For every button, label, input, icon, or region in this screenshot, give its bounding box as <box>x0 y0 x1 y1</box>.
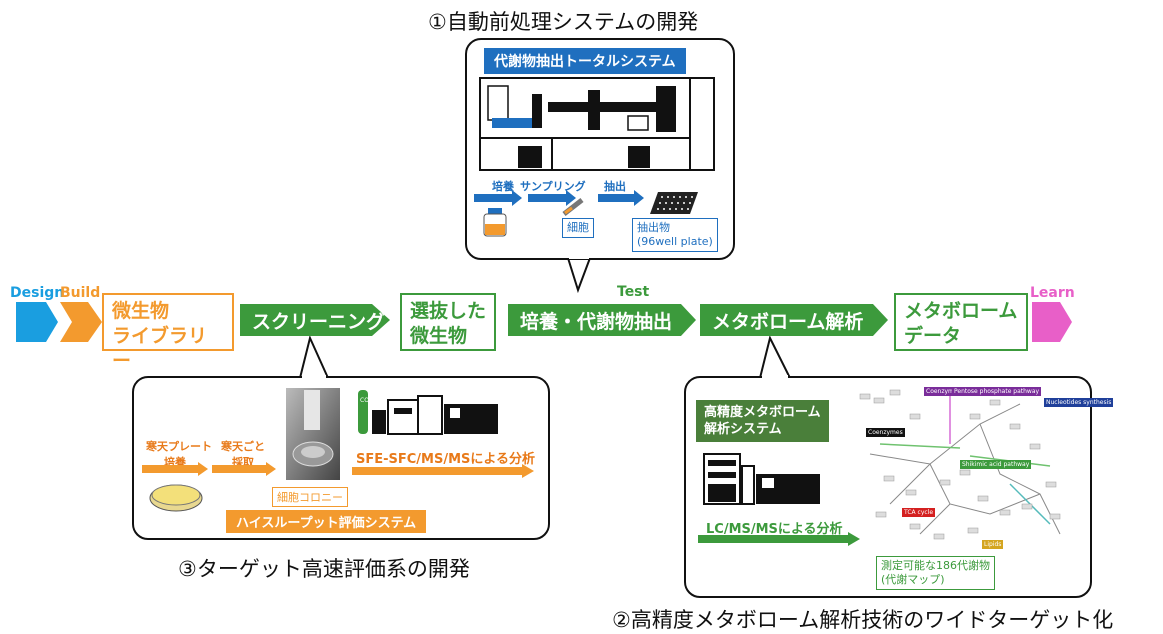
colony-sample-photo <box>286 388 340 480</box>
hp-metabolome-header-line2: 解析システム <box>704 422 782 437</box>
metabolome-data-box: メタボローム データ <box>894 293 1028 351</box>
top-step-arrows <box>474 190 644 206</box>
map-label-tca: TCA cycle <box>902 508 936 517</box>
extract-label: 抽出物 (96well plate) <box>632 218 718 252</box>
extraction-machine-illustration <box>479 77 715 171</box>
colony-label: 細胞コロニー <box>272 487 348 507</box>
co2-label: CO2 <box>360 397 373 404</box>
learn-chevron <box>1032 302 1072 342</box>
culture-extraction-arrow: 培養・代謝物抽出 <box>508 304 696 336</box>
extract-label-line1: 抽出物 <box>637 221 670 234</box>
metabolome-data-line1: メタボローム <box>904 300 1018 322</box>
map-label-coenzymes-top: Coenzymes <box>924 387 963 396</box>
lcms-analysis-label: LC/MS/MSによる分析 <box>706 522 843 537</box>
map-label-lipids: Lipids <box>982 540 1004 549</box>
agar-culture-line1: 寒天プレート <box>146 440 212 453</box>
metabolome-data-line2: データ <box>904 325 962 347</box>
step-sampling-label: サンプリング <box>520 180 586 193</box>
extraction-system-header: 代謝物抽出トータルシステム <box>484 48 686 74</box>
selected-microbe-line1: 選抜した <box>410 300 487 322</box>
hp-metabolome-header: 高精度メタボローム 解析システム <box>696 400 829 442</box>
metabolic-map-illustration <box>859 389 1061 540</box>
selected-microbe-line2: 微生物 <box>410 325 468 347</box>
measurable-metabolites-note: 測定可能な186代謝物 (代謝マップ) <box>876 556 995 590</box>
measurable-metabolites-line2: (代謝マップ) <box>881 573 945 586</box>
sfc-instrument-illustration: CO2 <box>358 390 498 435</box>
sample-tube-icon <box>562 198 584 216</box>
step-culture-label: 培養 <box>492 180 514 193</box>
design-label: Design <box>10 285 65 301</box>
microbe-library-box: 微生物 ライブラリー <box>102 293 234 372</box>
sfc-analysis-label: SFE-SFC/MS/MSによる分析 <box>356 452 536 467</box>
microbe-library-line2: ライブラリー <box>112 325 208 372</box>
lcms-analysis-arrow <box>698 532 860 546</box>
map-label-pentose: Pentose phosphate pathway <box>952 387 1042 396</box>
bottom-left-title: ③ターゲット高速評価系の開発 <box>178 557 470 581</box>
learn-label: Learn <box>1030 285 1075 301</box>
hp-metabolome-header-line1: 高精度メタボローム <box>704 405 821 420</box>
top-title: ①自動前処理システムの開発 <box>428 10 699 34</box>
microbe-library-line1: 微生物 <box>112 300 170 322</box>
extract-label-line2: (96well plate) <box>637 235 713 248</box>
selected-microbe-box: 選抜した 微生物 <box>400 293 496 351</box>
map-label-coenzymes: Coenzymes <box>866 428 905 437</box>
left-step-arrows <box>142 462 276 476</box>
step-extract-label: 抽出 <box>604 180 626 193</box>
test-label: Test <box>617 284 650 300</box>
sfc-analysis-arrow <box>352 464 534 478</box>
well-plate-icon <box>650 192 698 214</box>
map-label-shikimic: Shikimic acid pathway <box>960 460 1032 469</box>
cells-label: 細胞 <box>562 218 594 238</box>
culture-bottle-icon <box>483 208 507 237</box>
bottom-right-title: ②高精度メタボローム解析技術のワイドターゲット化 <box>612 608 1114 632</box>
agar-collect-line1: 寒天ごと <box>221 440 265 453</box>
measurable-metabolites-line1: 測定可能な186代謝物 <box>881 559 990 572</box>
map-label-nucleotides: Nucleotides synthesis <box>1044 398 1114 407</box>
design-build-chevrons <box>16 302 102 342</box>
lcms-instrument-illustration <box>703 453 820 505</box>
high-throughput-system-label: ハイスループット評価システム <box>226 510 427 533</box>
metabolome-analysis-arrow: メタボローム解析 <box>700 304 888 336</box>
petri-dish-icon <box>149 484 203 512</box>
build-label: Build <box>60 285 101 301</box>
screening-arrow: スクリーニング <box>240 304 390 336</box>
